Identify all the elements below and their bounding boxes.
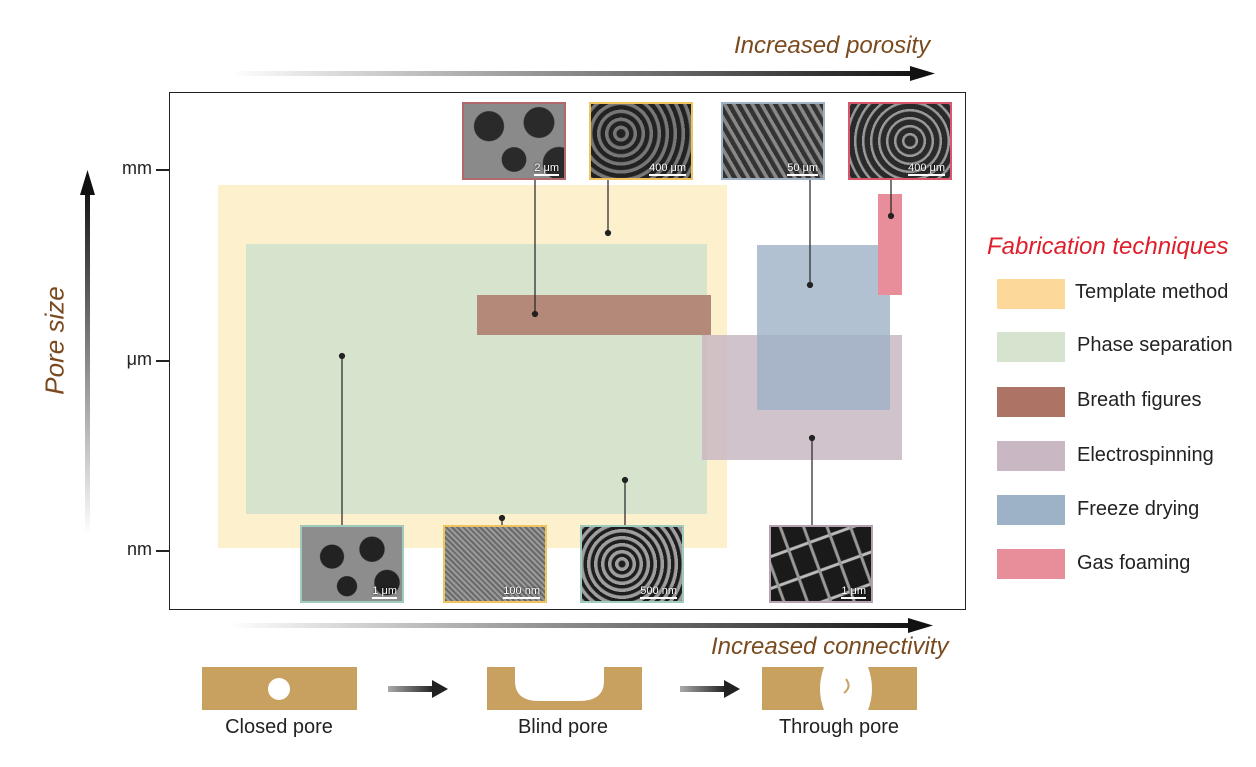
scale-bar-label: 1 μm — [372, 585, 397, 599]
scale-bar-label: 400 μm — [908, 162, 945, 176]
region-breath-figures — [477, 295, 711, 335]
micrograph-template-mm: 400 μm — [589, 102, 693, 180]
tick-um — [156, 360, 170, 362]
blind-pore-label: Blind pore — [517, 716, 609, 738]
micrograph-phase-separation-2: 500 nm — [580, 525, 684, 603]
region-gas-foaming — [878, 194, 902, 295]
region-phase-separation — [246, 244, 707, 514]
legend-label-freeze-drying: Freeze drying — [1077, 498, 1200, 520]
porosity-arrow — [230, 66, 935, 81]
scale-bar-label: 100 nm — [503, 585, 540, 599]
through-pore-label: Through pore — [778, 716, 900, 738]
scale-bar-label: 400 μm — [649, 162, 686, 176]
legend-swatch-template-method — [997, 279, 1065, 309]
increased-connectivity-label: Increased connectivity — [711, 633, 949, 660]
legend-label-electrospinning: Electrospinning — [1077, 444, 1214, 466]
legend-swatch-phase-separation — [997, 332, 1065, 362]
blind-pore-schematic — [487, 667, 642, 710]
tick-mm — [156, 169, 170, 171]
closed-pore-label: Closed pore — [225, 716, 333, 738]
legend-label-breath-figures: Breath figures — [1077, 389, 1202, 411]
legend-label-template-method: Template method — [1075, 281, 1229, 303]
arrow-right-icon — [388, 680, 448, 698]
through-pore-schematic — [762, 667, 917, 710]
legend-swatch-breath-figures — [997, 387, 1065, 417]
increased-porosity-label: Increased porosity — [734, 32, 931, 59]
tick-label-mm: mm — [122, 158, 152, 178]
micrograph-phase-separation-1: 1 μm — [300, 525, 404, 603]
micrograph-electrospinning: 1 μm — [769, 525, 873, 603]
tick-label-um: μm — [126, 349, 152, 369]
legend-swatch-electrospinning — [997, 441, 1065, 471]
connectivity-arrow — [228, 618, 933, 633]
micrograph-freeze-drying: 50 μm — [721, 102, 825, 180]
arrow-right-icon — [680, 680, 740, 698]
legend-label-gas-foaming: Gas foaming — [1077, 552, 1191, 574]
pore-size-arrow — [80, 170, 95, 535]
micrograph-gas-foaming: 400 μm — [848, 102, 952, 180]
micrograph-template-nm: 100 nm — [443, 525, 547, 603]
region-freeze-drying — [757, 245, 890, 410]
legend-label-phase-separation: Phase separation — [1077, 334, 1233, 356]
scale-bar-label: 500 nm — [640, 585, 677, 599]
scale-bar-label: 1 μm — [841, 585, 866, 599]
scale-bar-label: 50 μm — [787, 162, 818, 176]
closed-pore-schematic — [202, 667, 357, 710]
scale-bar-label: 2 μm — [534, 162, 559, 176]
micrograph-breath-figures: 2 μm — [462, 102, 566, 180]
tick-label-nm: nm — [126, 539, 152, 559]
legend-swatch-gas-foaming — [997, 549, 1065, 579]
tick-nm — [156, 550, 170, 552]
legend-title: Fabrication techniques — [987, 233, 1229, 260]
legend-swatch-freeze-drying — [997, 495, 1065, 525]
